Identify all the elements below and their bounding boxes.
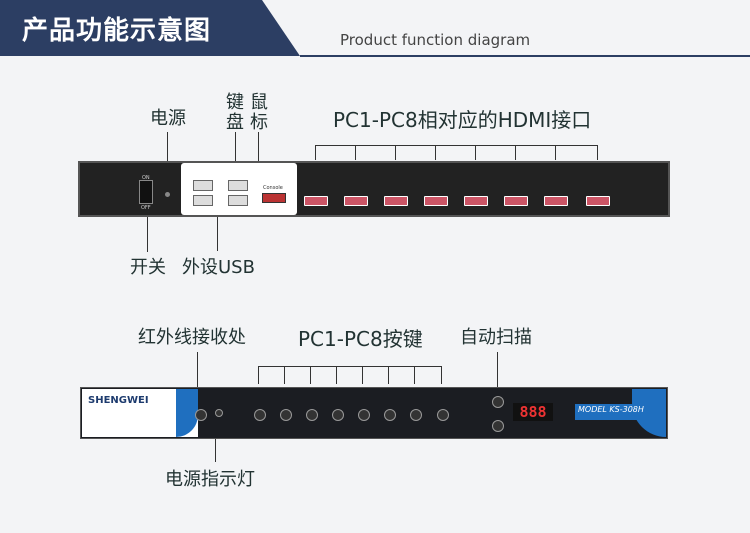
usb-pointer (217, 203, 218, 251)
bracket-tick (388, 366, 389, 384)
page-title: 产品功能示意图 (22, 16, 212, 46)
bracket-tick (315, 145, 316, 160)
label-auto-scan: 自动扫描 (460, 327, 532, 348)
bracket-tick (441, 366, 442, 384)
auto-scan-pointer (497, 352, 498, 387)
usb-port (193, 195, 213, 206)
bracket-tick (395, 145, 396, 160)
hdmi-bracket (315, 145, 598, 146)
switch-off-label: OFF (141, 205, 151, 211)
ir-pointer (197, 352, 198, 387)
keyboard-pointer (235, 132, 236, 182)
pc7-button[interactable] (410, 409, 422, 421)
back-panel (78, 161, 670, 217)
label-ir: 红外线接收处 (138, 327, 246, 348)
pc4-button[interactable] (332, 409, 344, 421)
segment-display: 888 (513, 403, 553, 421)
label-keyboard-bottom: 盘 (226, 112, 244, 133)
hdmi-port-3 (384, 196, 408, 206)
power-switch[interactable] (139, 180, 153, 204)
hdmi-port-1 (304, 196, 328, 206)
label-power-led: 电源指示灯 (165, 469, 255, 490)
hdmi-port-8 (586, 196, 610, 206)
switch-pointer (147, 216, 148, 252)
pc2-button[interactable] (280, 409, 292, 421)
bracket-tick (414, 366, 415, 384)
power-led-pointer (215, 418, 216, 462)
page-subtitle: Product function diagram (340, 31, 531, 49)
label-keyboard-top: 键 (226, 92, 244, 113)
bracket-tick (555, 145, 556, 160)
hdmi-port-5 (464, 196, 488, 206)
usb-port (228, 195, 248, 206)
label-mouse-bottom: 标 (250, 112, 268, 133)
power-pointer (167, 132, 168, 162)
label-pc-keys: PC1-PC8按键 (298, 327, 423, 351)
hdmi-port-7 (544, 196, 568, 206)
pc3-button[interactable] (306, 409, 318, 421)
label-mouse-top: 鼠 (250, 92, 268, 113)
label-hdmi-ports: PC1-PC8相对应的HDMI接口 (333, 108, 592, 132)
pc6-button[interactable] (384, 409, 396, 421)
bracket-tick (515, 145, 516, 160)
power-led (215, 409, 223, 417)
model-plate (575, 404, 645, 420)
pc-keys-bracket (258, 366, 442, 367)
bracket-tick (284, 366, 285, 384)
bracket-tick (597, 145, 598, 160)
power-jack (165, 192, 170, 197)
hdmi-port-6 (504, 196, 528, 206)
scan-down-button[interactable] (492, 420, 504, 432)
console-port (262, 193, 286, 203)
bracket-tick (310, 366, 311, 384)
pc1-button[interactable] (254, 409, 266, 421)
pc5-button[interactable] (358, 409, 370, 421)
hdmi-port-4 (424, 196, 448, 206)
bracket-tick (435, 145, 436, 160)
header-underline (300, 55, 750, 57)
header-banner (0, 0, 300, 56)
bracket-tick (355, 145, 356, 160)
ir-receiver (195, 409, 207, 421)
model-label: MODEL KS-308H (578, 405, 644, 414)
bracket-tick (258, 366, 259, 384)
front-accent-left (176, 389, 198, 437)
usb-port (193, 180, 213, 191)
switch-on-label: ON (142, 175, 150, 181)
mouse-pointer (258, 132, 259, 182)
label-usb: 外设USB (182, 257, 255, 278)
brand-logo: SHENGWEI (88, 395, 149, 406)
bracket-tick (336, 366, 337, 384)
auto-scan-button[interactable] (492, 396, 504, 408)
console-label: Console (263, 185, 283, 191)
pc8-button[interactable] (437, 409, 449, 421)
bracket-tick (475, 145, 476, 160)
label-power: 电源 (150, 108, 186, 129)
bracket-tick (362, 366, 363, 384)
usb-port (228, 180, 248, 191)
label-switch: 开关 (130, 257, 166, 278)
hdmi-port-2 (344, 196, 368, 206)
